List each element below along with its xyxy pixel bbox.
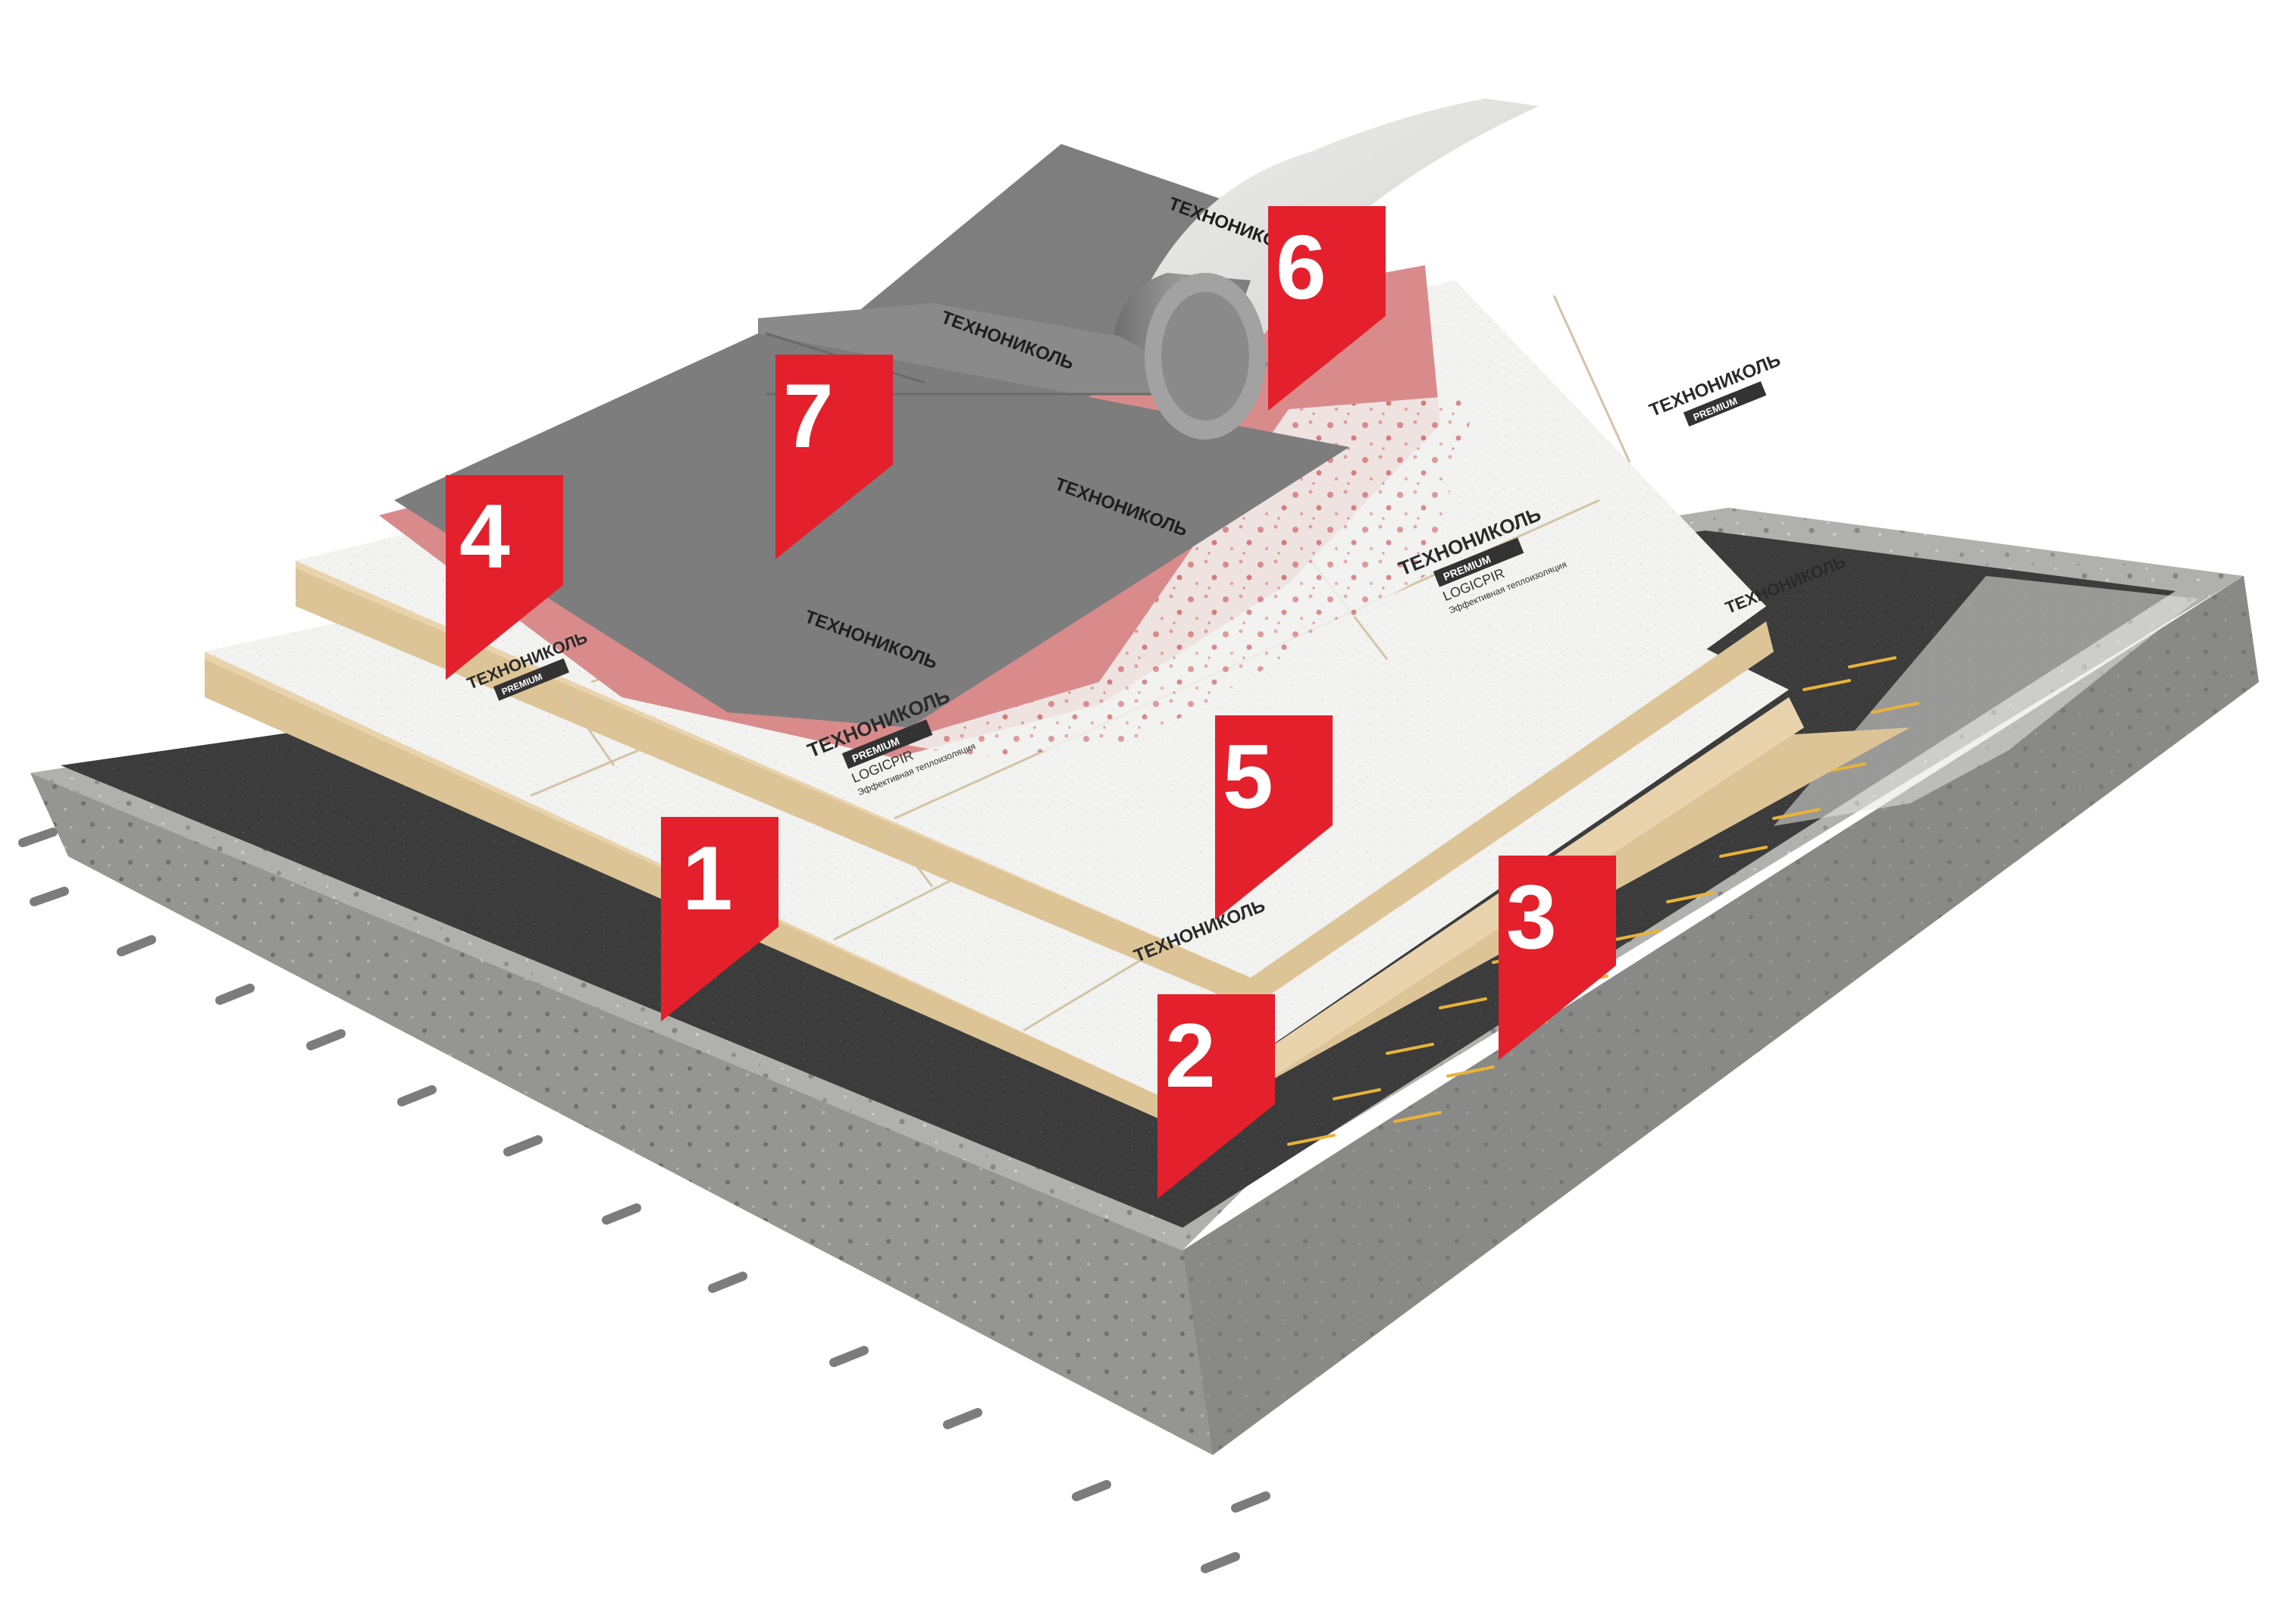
marker-4: 4 (446, 475, 563, 680)
marker-3-label: 3 (1506, 866, 1557, 968)
marker-5: 5 (1215, 715, 1333, 920)
marker-3: 3 (1499, 856, 1616, 1060)
marker-6: 6 (1268, 206, 1386, 411)
marker-6-label: 6 (1276, 217, 1326, 318)
marker-5-label: 5 (1223, 726, 1273, 828)
marker-1: 1 (661, 817, 778, 1022)
concrete-front-side (30, 773, 1213, 1455)
marker-2: 2 (1157, 994, 1275, 1199)
callout-markers: 1 2 3 4 5 6 7 (446, 206, 1616, 1199)
marker-7: 7 (775, 355, 893, 559)
marker-7-label: 7 (783, 365, 834, 467)
membrane-sheet-main (394, 333, 1349, 728)
marker-2-label: 2 (1165, 1005, 1216, 1106)
rebar-row (18, 828, 1270, 1573)
marker-4-label: 4 (459, 486, 510, 587)
marker-1-label: 1 (682, 828, 733, 929)
